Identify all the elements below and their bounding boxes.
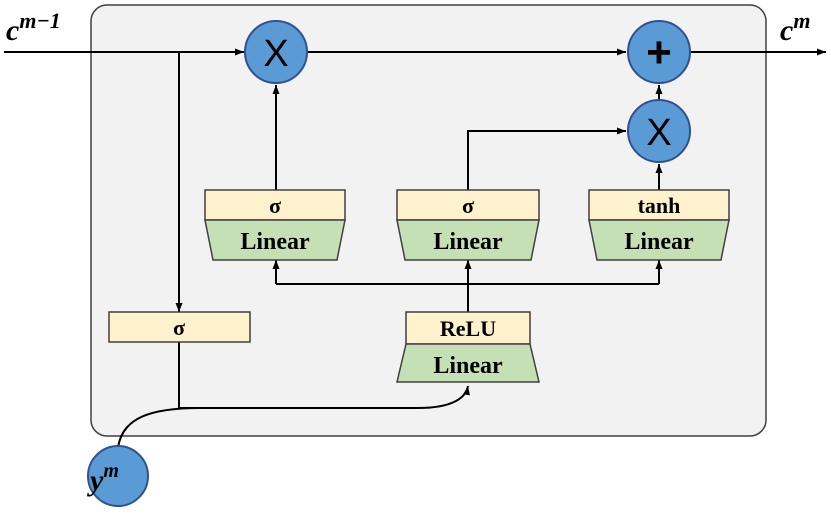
relu-linear-label: Linear [433,353,503,379]
y-input-label: ym [87,460,119,497]
candidate-linear-label: Linear [624,229,694,255]
y-input-circle [87,445,149,507]
gate-mid-block: σ Linear [396,189,540,261]
y-gate-activation-box [108,311,251,343]
update-multiply-op: X [627,99,691,163]
input-state-label: cm−1 [6,8,61,47]
gate-mid-activation-label: σ [462,193,474,218]
update-multiply-symbol: X [646,112,671,154]
relu-activation-box [405,311,531,345]
forget-multiply-symbol: X [263,33,288,75]
add-op: + [627,20,691,84]
candidate-linear-box [588,219,730,261]
multiply-icon [627,99,691,163]
connections [4,48,826,449]
candidate-activation-box [588,189,730,221]
gate-left-linear-label: Linear [240,229,310,255]
gate-mid-linear-label: Linear [433,229,503,255]
relu-activation-label: ReLU [440,316,496,341]
y-input-node: ym [87,445,149,507]
y-gate-block: σ [108,311,251,343]
gate-mid-linear-box [396,219,540,261]
add-symbol: + [646,28,672,77]
y-gate-activation-label: σ [173,315,185,340]
relu-linear-box [396,343,540,383]
add-icon [627,20,691,84]
candidate-block: tanh Linear [588,189,730,261]
arrow-midgate-to-update [467,127,626,190]
forget-multiply-op: X [244,20,308,84]
arrow-bus-to-relu [179,385,470,409]
gate-left-linear-box [204,219,346,261]
gate-left-block: σ Linear [204,189,346,261]
gate-left-activation-label: σ [269,193,281,218]
output-state-label: cm [780,8,810,47]
candidate-activation-label: tanh [638,193,681,218]
relu-block: ReLU Linear [396,311,540,383]
multiply-icon [244,20,308,84]
